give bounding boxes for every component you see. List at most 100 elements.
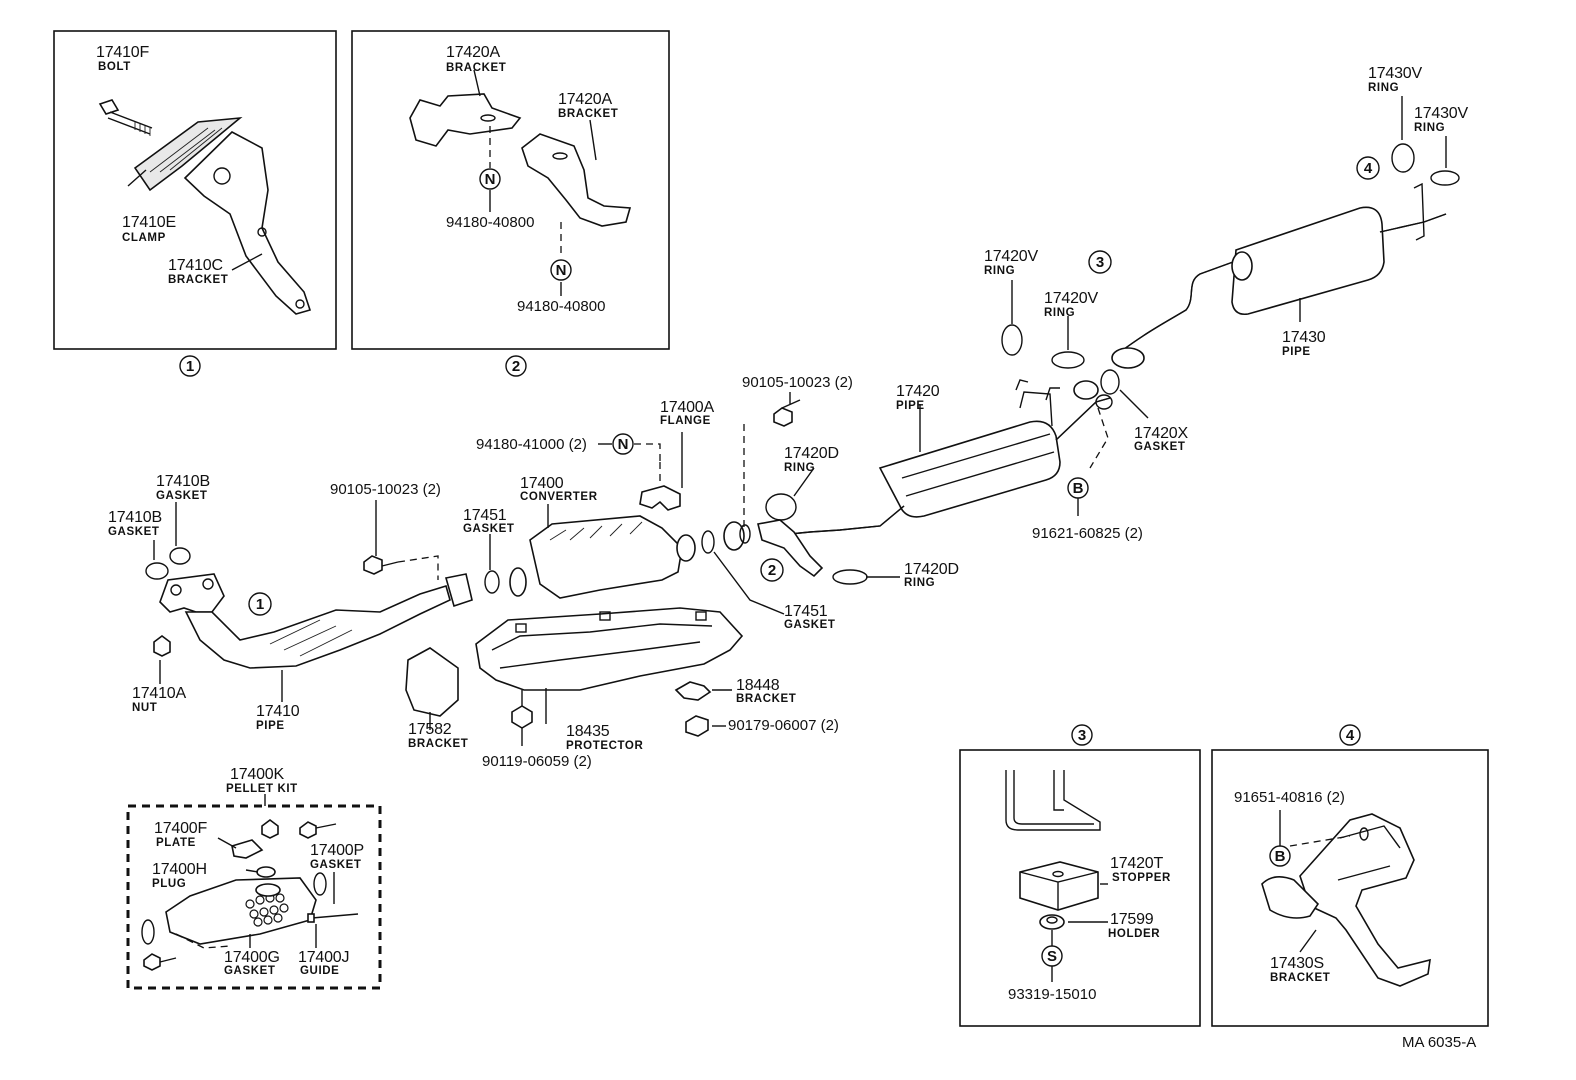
clamp-17410e-illustration	[133, 116, 243, 192]
label-17420v-1-number: 17420V	[984, 248, 1038, 265]
fastener-s-inset3: S	[1041, 945, 1063, 967]
bracket-18448-illustration	[674, 681, 712, 701]
inset-3-box: S 17420T STOPPER 17599 HOLDER 93319-1501…	[959, 749, 1201, 1027]
label-90105-10023-b: 90105-10023 (2)	[742, 374, 853, 391]
ring-17420v-2-illustration	[1051, 351, 1085, 369]
svg-text:2: 2	[512, 358, 520, 375]
label-17420d-2-name: RING	[904, 577, 935, 589]
svg-text:N: N	[485, 171, 496, 188]
callout-4-main: 4	[1356, 156, 1380, 180]
label-17400-number: 17400	[520, 475, 564, 492]
label-17400a-number: 17400A	[660, 399, 714, 416]
label-17451-1-number: 17451	[463, 507, 507, 524]
svg-text:N: N	[618, 436, 629, 453]
pellet-kit-box: 17400K PELLET KIT	[126, 766, 382, 990]
label-93319-15010: 93319-15010	[1008, 986, 1096, 1003]
label-17420d-1-name: RING	[784, 462, 815, 474]
label-17400g-name: GASKET	[224, 965, 276, 977]
fastener-n-main: N	[612, 433, 634, 455]
diagram-code: MA 6035-A	[1402, 1034, 1476, 1051]
label-17410-number: 17410	[256, 703, 300, 720]
label-17410f-number: 17410F	[96, 44, 149, 61]
label-17400a-name: FLANGE	[660, 415, 711, 427]
fastener-n-inset2-lower: N	[550, 259, 572, 281]
label-17400h-name: PLUG	[152, 878, 186, 890]
label-18435-name: PROTECTOR	[566, 740, 643, 752]
label-91621-60825: 91621-60825 (2)	[1032, 525, 1143, 542]
label-17420v-2-name: RING	[1044, 307, 1075, 319]
callout-2-main: 2	[760, 558, 784, 582]
center-pipe-17420-illustration	[723, 379, 1113, 578]
label-17400-name: CONVERTER	[520, 491, 598, 503]
front-pipe-17410-illustration	[159, 573, 473, 669]
label-17400j-number: 17400J	[298, 949, 349, 966]
callout-3-main: 3	[1088, 250, 1112, 274]
label-17430s-name: BRACKET	[1270, 972, 1330, 984]
label-17410b-2-name: GASKET	[156, 490, 208, 502]
gasket-17420x-illustration	[1100, 369, 1120, 395]
label-91651-40816: 91651-40816 (2)	[1234, 789, 1345, 806]
pellet-kit-bottom-bolt-illustration	[143, 953, 177, 971]
label-17410e-number: 17410E	[122, 214, 176, 231]
gasket-17451-1-illustration	[484, 570, 500, 594]
label-17430v-1-number: 17430V	[1368, 65, 1422, 82]
ring-17430v-1-illustration	[1391, 143, 1415, 173]
bolt-17410f-illustration	[98, 99, 153, 136]
bracket-17420a-upper-illustration	[409, 93, 522, 147]
svg-text:N: N	[556, 262, 567, 279]
svg-text:1: 1	[186, 358, 194, 375]
pellet-kit-bolt-illustration	[299, 821, 337, 839]
bracket-17582-illustration	[405, 647, 459, 717]
svg-text:1: 1	[256, 596, 264, 613]
label-17410f-name: BOLT	[98, 61, 131, 73]
label-17420v-2-number: 17420V	[1044, 290, 1098, 307]
label-17599-number: 17599	[1110, 911, 1154, 928]
label-18435-number: 18435	[566, 723, 610, 740]
label-17420-name: PIPE	[896, 400, 925, 412]
pellet-kit-gasket-left-illustration	[141, 919, 155, 945]
label-17420-number: 17420	[896, 383, 940, 400]
converter-17400-illustration	[509, 515, 696, 599]
inset-2-marker: 2	[505, 355, 527, 377]
svg-text:B: B	[1275, 848, 1286, 865]
label-17420x-name: GASKET	[1134, 441, 1186, 453]
label-17420a-lower-number: 17420A	[558, 91, 612, 108]
label-17582-number: 17582	[408, 721, 452, 738]
flange-17400a-illustration	[639, 485, 681, 511]
inset-4-marker: 4	[1339, 724, 1361, 746]
label-18448-number: 18448	[736, 677, 780, 694]
label-17420v-1-name: RING	[984, 265, 1015, 277]
gasket-17451-2-illustration	[701, 530, 715, 554]
label-17410a-number: 17410A	[132, 685, 186, 702]
label-17400f-name: PLATE	[156, 837, 196, 849]
protector-18435-illustration	[475, 607, 744, 691]
label-17420t-number: 17420T	[1110, 855, 1163, 872]
fastener-b-inset4: B	[1269, 845, 1291, 867]
bracket-17430s-illustration	[1261, 813, 1431, 987]
label-94180-41000: 94180-41000 (2)	[476, 436, 587, 453]
inset-2-box: 17420A BRACKET 17420A BRACKET N 94180-40…	[351, 30, 670, 350]
inset-1-marker: 1	[179, 355, 201, 377]
inset-3-marker: 3	[1071, 724, 1093, 746]
label-17400k-name: PELLET KIT	[226, 783, 298, 795]
label-17410c-name: BRACKET	[168, 274, 228, 286]
gasket-17410b-2-illustration	[169, 547, 191, 565]
bolt-90105-pipe-illustration	[363, 555, 399, 575]
label-17430v-2-number: 17430V	[1414, 105, 1468, 122]
svg-text:B: B	[1073, 480, 1084, 497]
pellet-kit-guide-illustration	[307, 913, 359, 923]
fastener-n-inset2-upper: N	[479, 168, 501, 190]
label-17410-name: PIPE	[256, 720, 285, 732]
label-90119-06059: 90119-06059 (2)	[482, 753, 592, 770]
label-17400p-name: GASKET	[310, 859, 362, 871]
pellet-kit-gasket-right-illustration	[313, 872, 327, 896]
stopper-17420t-illustration	[1019, 861, 1099, 911]
label-18448-name: BRACKET	[736, 693, 796, 705]
bolt-90119-illustration	[511, 690, 533, 729]
svg-text:2: 2	[768, 562, 776, 579]
ring-17420d-2-illustration	[832, 569, 868, 585]
nut-17410a-illustration	[153, 635, 171, 657]
label-17430s-number: 17430S	[1270, 955, 1324, 972]
svg-text:3: 3	[1096, 254, 1104, 271]
